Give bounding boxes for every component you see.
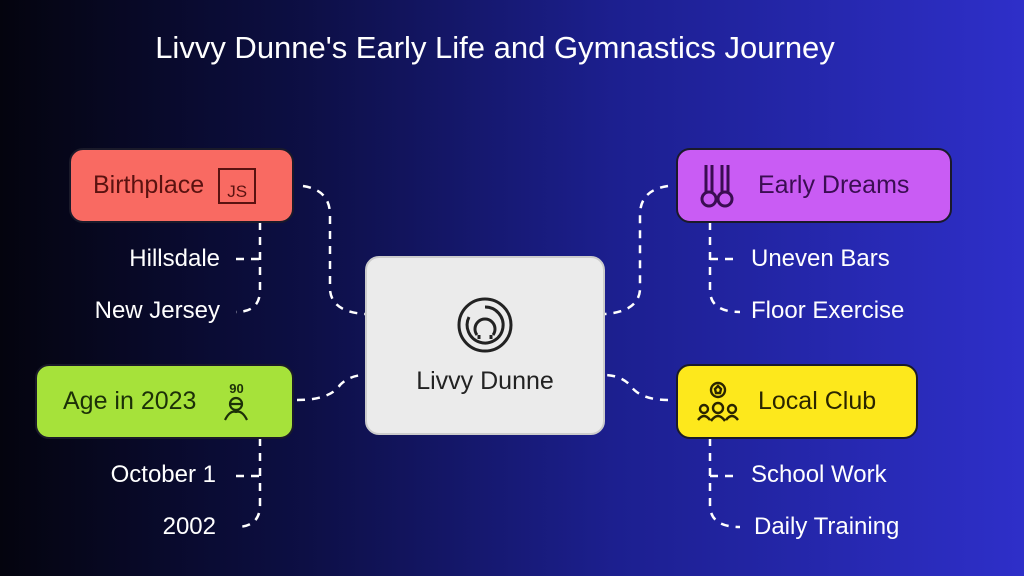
age-label: Age in 2023 (63, 387, 197, 415)
birthplace-label: Birthplace (93, 171, 205, 199)
connector-dreams (603, 184, 669, 316)
node-dreams[interactable]: Early Dreams (676, 148, 952, 223)
maze-icon (457, 297, 513, 353)
team-icon (697, 381, 739, 422)
rings-icon (700, 164, 734, 207)
connector-birthplace (302, 184, 366, 316)
leaf-hillsdale: Hillsdale (129, 245, 220, 272)
leaf-floor-exercise: Floor Exercise (751, 297, 905, 324)
club-label: Local Club (758, 387, 877, 415)
leaf-uneven-bars: Uneven Bars (751, 245, 890, 272)
node-birthplace[interactable]: Birthplace JS (69, 148, 294, 223)
age-icon: 90 (222, 382, 250, 421)
center-node[interactable]: Livvy Dunne (365, 256, 605, 435)
leaf-2002: 2002 (162, 513, 216, 540)
leaf-school-work: School Work (751, 461, 887, 488)
connector-age-children (235, 438, 262, 529)
leaf-daily-training: Daily Training (754, 513, 900, 540)
connector-birthplace-children (235, 222, 262, 314)
node-club[interactable]: Local Club (676, 364, 918, 439)
leaf-october-1: October 1 (110, 461, 216, 488)
node-age[interactable]: Age in 2023 90 (35, 364, 294, 439)
connector-club (603, 373, 669, 402)
dreams-label: Early Dreams (758, 171, 910, 199)
leaf-new-jersey: New Jersey (94, 297, 220, 324)
js-icon: JS (218, 167, 257, 204)
connector-dreams-children (708, 222, 741, 314)
connector-club-children (708, 438, 741, 529)
diagram-title: Livvy Dunne's Early Life and Gymnastics … (155, 30, 835, 65)
center-label: Livvy Dunne (416, 367, 554, 395)
connector-age (296, 373, 366, 402)
